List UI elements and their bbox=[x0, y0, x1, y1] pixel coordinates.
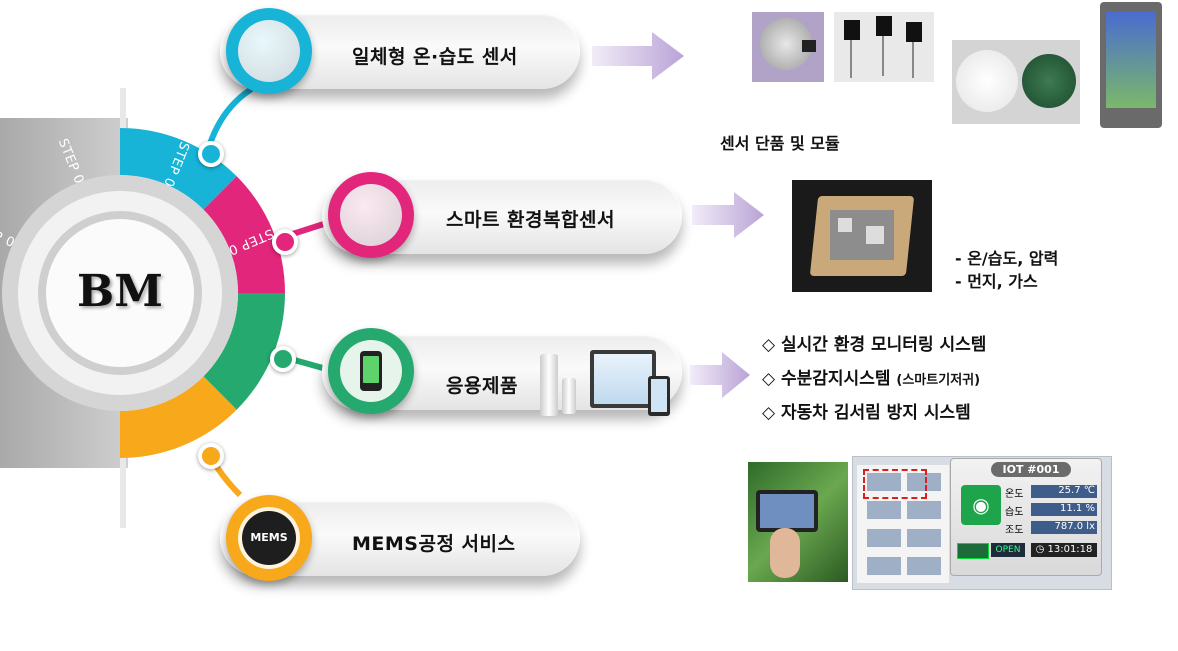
sensor-pins-photo bbox=[834, 12, 934, 82]
item-1-ring bbox=[226, 8, 312, 94]
row2-feature-1: - 온/습도, 압력 bbox=[955, 249, 1059, 268]
iot-time-value: 13:01:18 bbox=[1047, 544, 1093, 555]
bullet-2-note: (스마트기저귀) bbox=[896, 373, 981, 388]
step-04-segment bbox=[120, 376, 237, 458]
item-2-title: 스마트 환경복합센서 bbox=[446, 209, 615, 231]
handheld-device-photo bbox=[1100, 2, 1162, 128]
product-photo bbox=[536, 348, 672, 420]
clock-icon: ◷ bbox=[1035, 544, 1048, 555]
iot-row-1-value: 25.7 bbox=[1058, 485, 1081, 496]
item-4-ring: MEMS bbox=[226, 495, 312, 581]
bullet-2-text: ◇ 수분감지시스템 bbox=[762, 369, 891, 389]
arrow-2 bbox=[692, 192, 764, 238]
iot-dashboard: IOT #001 ◉ 온도 25.7 ℃ 습도 11.1 % 조도 787.0 … bbox=[950, 458, 1102, 576]
item-3-ring bbox=[328, 328, 414, 414]
item-3-title: 응용제품 bbox=[446, 375, 518, 397]
iot-title: IOT #001 bbox=[991, 462, 1071, 477]
sensor-ring-icon bbox=[340, 184, 402, 246]
wifi-icon: ◉ bbox=[961, 485, 1001, 525]
step-01-segment bbox=[120, 128, 237, 210]
connector-dot-3 bbox=[270, 346, 296, 372]
row2-feature-2: - 먼지, 가스 bbox=[955, 272, 1038, 291]
connector-dot-4 bbox=[198, 443, 224, 469]
arrow-3 bbox=[690, 352, 750, 398]
item-2-ring bbox=[328, 172, 414, 258]
iot-row-1: 온도 25.7 ℃ bbox=[1005, 485, 1097, 500]
iot-row-2-unit: % bbox=[1085, 503, 1095, 514]
iot-toggle-button[interactable] bbox=[957, 543, 989, 559]
iot-row-2-label: 습도 bbox=[1005, 507, 1024, 518]
bullet-1: ◇ 실시간 환경 모니터링 시스템 bbox=[762, 335, 987, 355]
step-02-segment bbox=[203, 176, 285, 293]
iot-row-2-value: 11.1 bbox=[1060, 503, 1083, 514]
iot-row-1-label: 온도 bbox=[1005, 489, 1024, 500]
step-03-segment bbox=[203, 293, 285, 410]
iot-time: ◷ 13:01:18 bbox=[1031, 543, 1097, 557]
iot-row-3-unit: lx bbox=[1086, 521, 1095, 532]
item-1-title: 일체형 온·습도 센서 bbox=[352, 46, 518, 68]
coin-sensor-photo bbox=[752, 12, 824, 82]
row1-caption: 센서 단품 및 모듈 bbox=[720, 134, 840, 153]
bullet-3: ◇ 자동차 김서림 방지 시스템 bbox=[762, 403, 971, 423]
center-label: BM bbox=[77, 266, 163, 317]
iot-row-3-label: 조도 bbox=[1005, 525, 1024, 536]
mems-logo-text: MEMS bbox=[250, 531, 288, 544]
sensor-ring-icon bbox=[238, 20, 300, 82]
item-4-title: MEMS공정 서비스 bbox=[352, 533, 516, 555]
arrow-1 bbox=[592, 32, 684, 80]
monitor-grid bbox=[857, 465, 949, 583]
bullet-2: ◇ 수분감지시스템 (스마트기저귀) bbox=[762, 364, 980, 389]
module-photo bbox=[952, 40, 1080, 124]
smartphone-icon bbox=[360, 351, 382, 391]
iot-row-2: 습도 11.1 % bbox=[1005, 503, 1097, 518]
mems-logo-icon: MEMS bbox=[242, 511, 296, 565]
iot-row-3-value: 787.0 bbox=[1054, 521, 1084, 532]
step-wheel: STEP 01 STEP 02 STEP 03 STEP 04 bbox=[0, 128, 285, 458]
connector-dot-1 bbox=[198, 141, 224, 167]
greenhouse-photo bbox=[748, 462, 848, 582]
iot-open-button[interactable]: OPEN bbox=[991, 543, 1025, 557]
chip-photo bbox=[792, 180, 932, 292]
connector-dot-2 bbox=[272, 229, 298, 255]
iot-row-1-unit: ℃ bbox=[1083, 485, 1095, 496]
iot-row-3: 조도 787.0 lx bbox=[1005, 521, 1097, 536]
